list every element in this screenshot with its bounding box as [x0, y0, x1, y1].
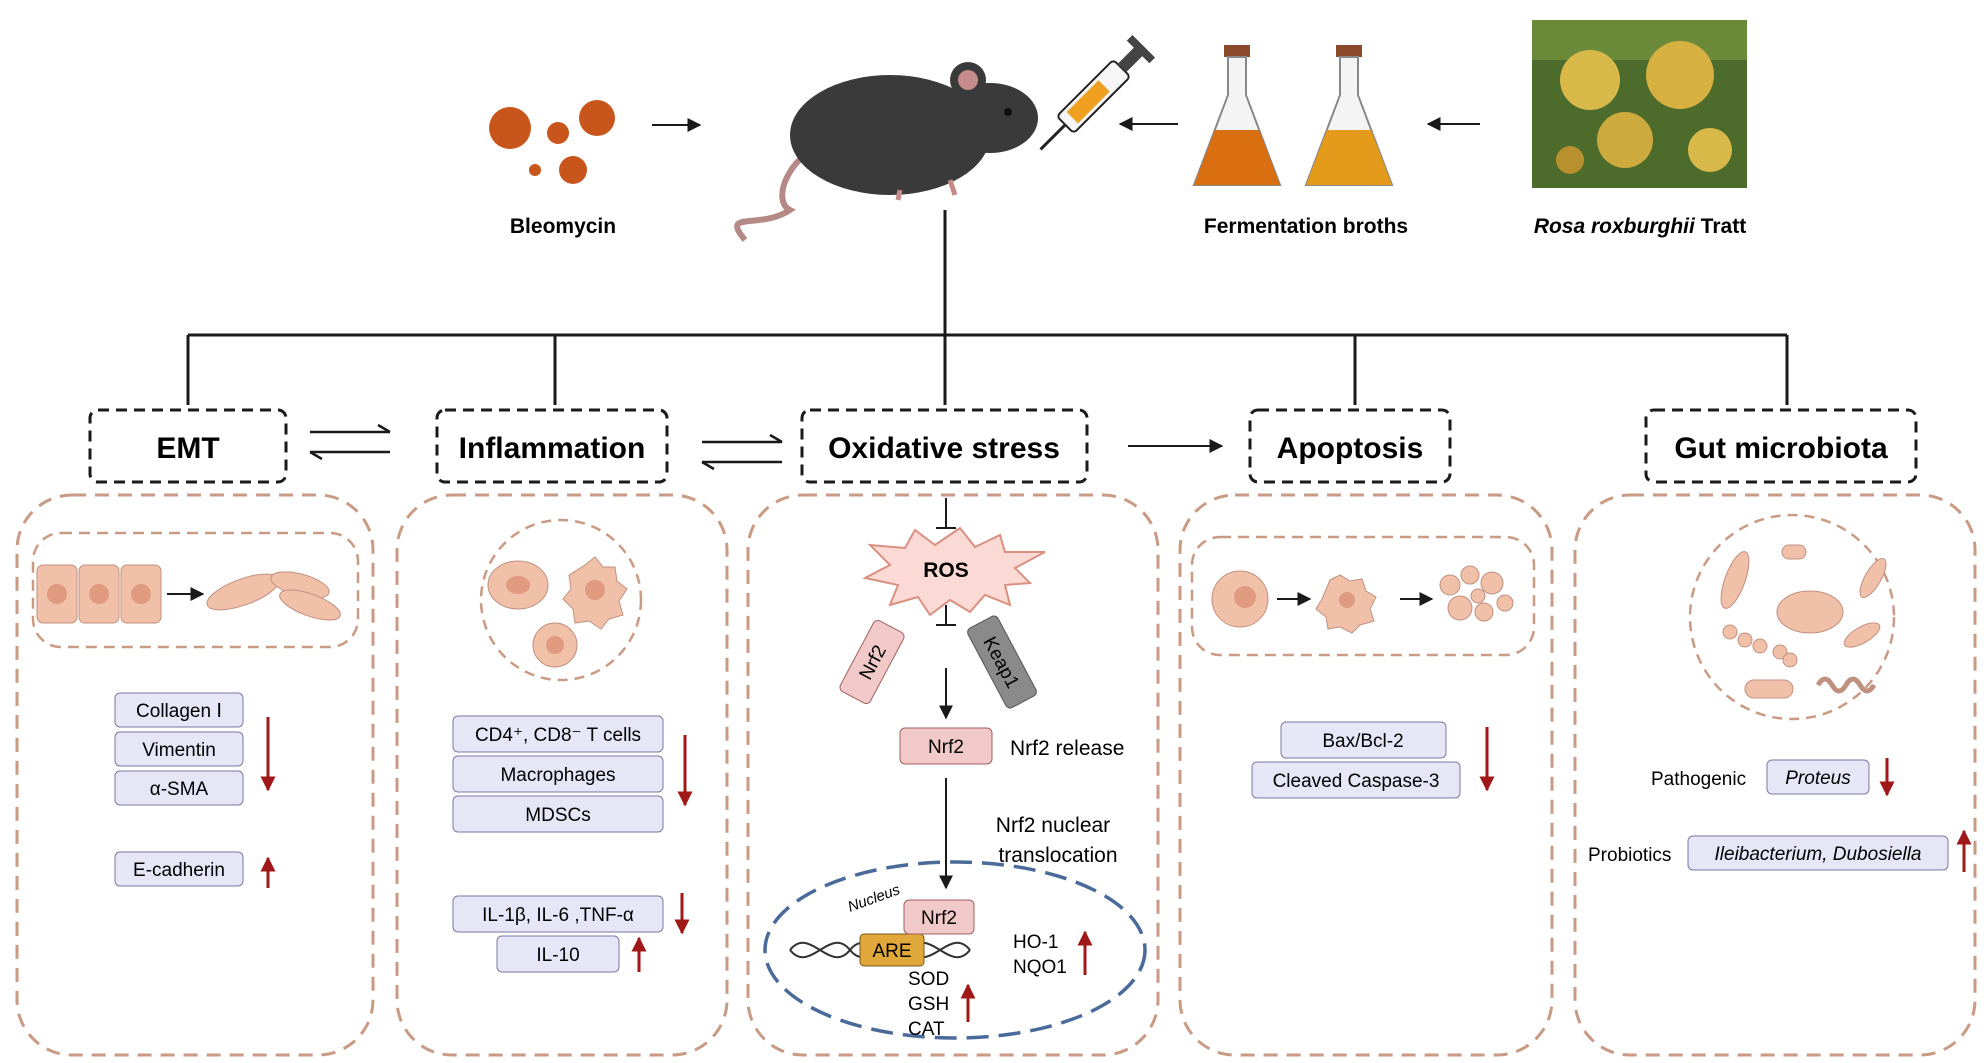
pathogenic-label: Pathogenic	[1651, 769, 1746, 790]
emt-cells-frame	[31, 531, 360, 649]
oxidative-inhibit-ros	[936, 498, 956, 529]
microbiota-frame	[1688, 513, 1896, 721]
inflammation-marker-macrophages: Macrophages	[452, 755, 664, 793]
nrf2-bound-box: Nrf2	[839, 619, 905, 705]
gut-panel	[1573, 493, 1977, 1057]
flask-icon-right	[1304, 45, 1394, 186]
svg-text:ARE: ARE	[872, 941, 911, 962]
immune-cells-frame	[479, 518, 643, 682]
rosa-roxburghii-photo	[1532, 20, 1747, 188]
oxidative-panel	[746, 493, 1160, 1057]
inflammation-oxidative-equilibrium-arrows	[701, 433, 783, 471]
nrf2-release-label: Nrf2 release	[1010, 737, 1124, 760]
emt-marker-ecadherin: E-cadherin	[114, 851, 244, 887]
mesenchymal-cells-icon	[206, 571, 341, 621]
keap1-box: Keap1	[967, 615, 1037, 709]
nrf2-released-box: Nrf2	[899, 727, 993, 765]
svg-text:Bax/Bcl-2: Bax/Bcl-2	[1322, 731, 1403, 752]
apoptosis-marker-caspase3: Cleaved Caspase-3	[1251, 761, 1461, 799]
nucleus-label: Nucleus	[846, 881, 903, 916]
rosa-roxburghii-label: Rosa roxburghii Tratt	[1534, 215, 1746, 238]
svg-text:MDSCs: MDSCs	[525, 805, 590, 826]
inflammation-marker-mdscs: MDSCs	[452, 795, 664, 833]
apoptotic-bodies-icon	[1439, 565, 1514, 622]
svg-text:E-cadherin: E-cadherin	[133, 860, 225, 881]
enzyme-gsh: GSH	[908, 994, 949, 1015]
header-apoptosis: Apoptosis	[1248, 408, 1452, 484]
header-inflammation: Inflammation	[435, 408, 669, 484]
svg-text:Cleaved Caspase-3: Cleaved Caspase-3	[1273, 771, 1440, 792]
apoptosis-cells-frame	[1190, 535, 1536, 657]
nucleus-outline	[763, 860, 1147, 1040]
target-nqo1: NQO1	[1013, 957, 1067, 978]
spirochete-icon	[1815, 676, 1877, 694]
svg-text:Ileibacterium, Dubosiella: Ileibacterium, Dubosiella	[1715, 844, 1922, 865]
emt-marker-asma: α-SMA	[114, 770, 244, 806]
mouse-icon	[734, 62, 1038, 242]
inflammation-marker-cytokines: IL-1β, IL-6 ,TNF-α	[452, 895, 664, 933]
emt-panel	[15, 493, 375, 1057]
inflammation-marker-il10: IL-10	[496, 935, 620, 973]
svg-text:Vimentin: Vimentin	[142, 740, 216, 761]
svg-text:IL-1β, IL-6 ,TNF-α: IL-1β, IL-6 ,TNF-α	[482, 905, 634, 926]
flask-icon-left	[1192, 45, 1282, 186]
svg-text:Proteus: Proteus	[1785, 768, 1851, 789]
immune-cells-icon	[487, 556, 628, 668]
are-box: ARE	[859, 933, 925, 967]
svg-text:EMT: EMT	[156, 432, 219, 465]
probiotics-label: Probiotics	[1588, 845, 1671, 866]
translocation-label-line1: Nrf2 nuclear	[996, 814, 1110, 837]
svg-text:CD4⁺, CD8⁻ T cells: CD4⁺, CD8⁻ T cells	[475, 725, 641, 746]
bleomycin-label: Bleomycin	[510, 215, 616, 238]
tree-connector	[186, 210, 1789, 405]
svg-text:α-SMA: α-SMA	[150, 779, 209, 800]
svg-text:Gut microbiota: Gut microbiota	[1674, 432, 1888, 465]
svg-text:Macrophages: Macrophages	[500, 765, 615, 786]
svg-text:Oxidative stress: Oxidative stress	[828, 432, 1060, 465]
ros-burst-icon: ROS	[862, 526, 1046, 617]
header-emt: EMT	[88, 408, 288, 484]
enzyme-sod: SOD	[908, 969, 949, 990]
svg-text:Inflammation: Inflammation	[459, 432, 646, 465]
header-oxidative-stress: Oxidative stress	[800, 408, 1089, 484]
bleomycin-drops-icon	[489, 100, 615, 184]
ros-label: ROS	[923, 559, 969, 582]
probiotics-value-box: Ileibacterium, Dubosiella	[1687, 835, 1949, 871]
svg-text:Nrf2: Nrf2	[928, 737, 964, 758]
svg-text:IL-10: IL-10	[536, 945, 579, 966]
fermentation-broths-label: Fermentation broths	[1204, 215, 1408, 238]
translocation-label-line2: translocation	[998, 844, 1117, 867]
enzyme-cat: CAT	[908, 1019, 945, 1040]
ros-inhibit-complex	[936, 605, 956, 626]
header-gut-microbiota: Gut microbiota	[1644, 408, 1918, 484]
emt-marker-vimentin: Vimentin	[114, 731, 244, 767]
target-ho1: HO-1	[1013, 932, 1058, 953]
inflammation-marker-t-cells: CD4⁺, CD8⁻ T cells	[452, 715, 664, 753]
apoptosis-panel	[1178, 493, 1554, 1057]
svg-text:Collagen Ⅰ: Collagen Ⅰ	[136, 701, 222, 722]
syringe-icon	[1039, 34, 1156, 151]
shrinking-cell-icon	[1315, 574, 1377, 634]
apoptosis-marker-bax-bcl2: Bax/Bcl-2	[1280, 721, 1447, 759]
nrf2-nuclear-box: Nrf2	[903, 899, 975, 935]
emt-inflammation-equilibrium-arrows	[309, 423, 391, 461]
svg-text:Nrf2: Nrf2	[921, 908, 957, 929]
inflammation-panel	[395, 493, 729, 1057]
svg-text:Apoptosis: Apoptosis	[1277, 432, 1424, 465]
emt-marker-collagen: Collagen Ⅰ	[114, 692, 244, 728]
bacteria-icon	[1720, 544, 1887, 699]
pathogenic-value-box: Proteus	[1766, 759, 1870, 795]
healthy-cell-icon	[1211, 570, 1269, 628]
epithelial-cells-icon	[36, 564, 162, 624]
